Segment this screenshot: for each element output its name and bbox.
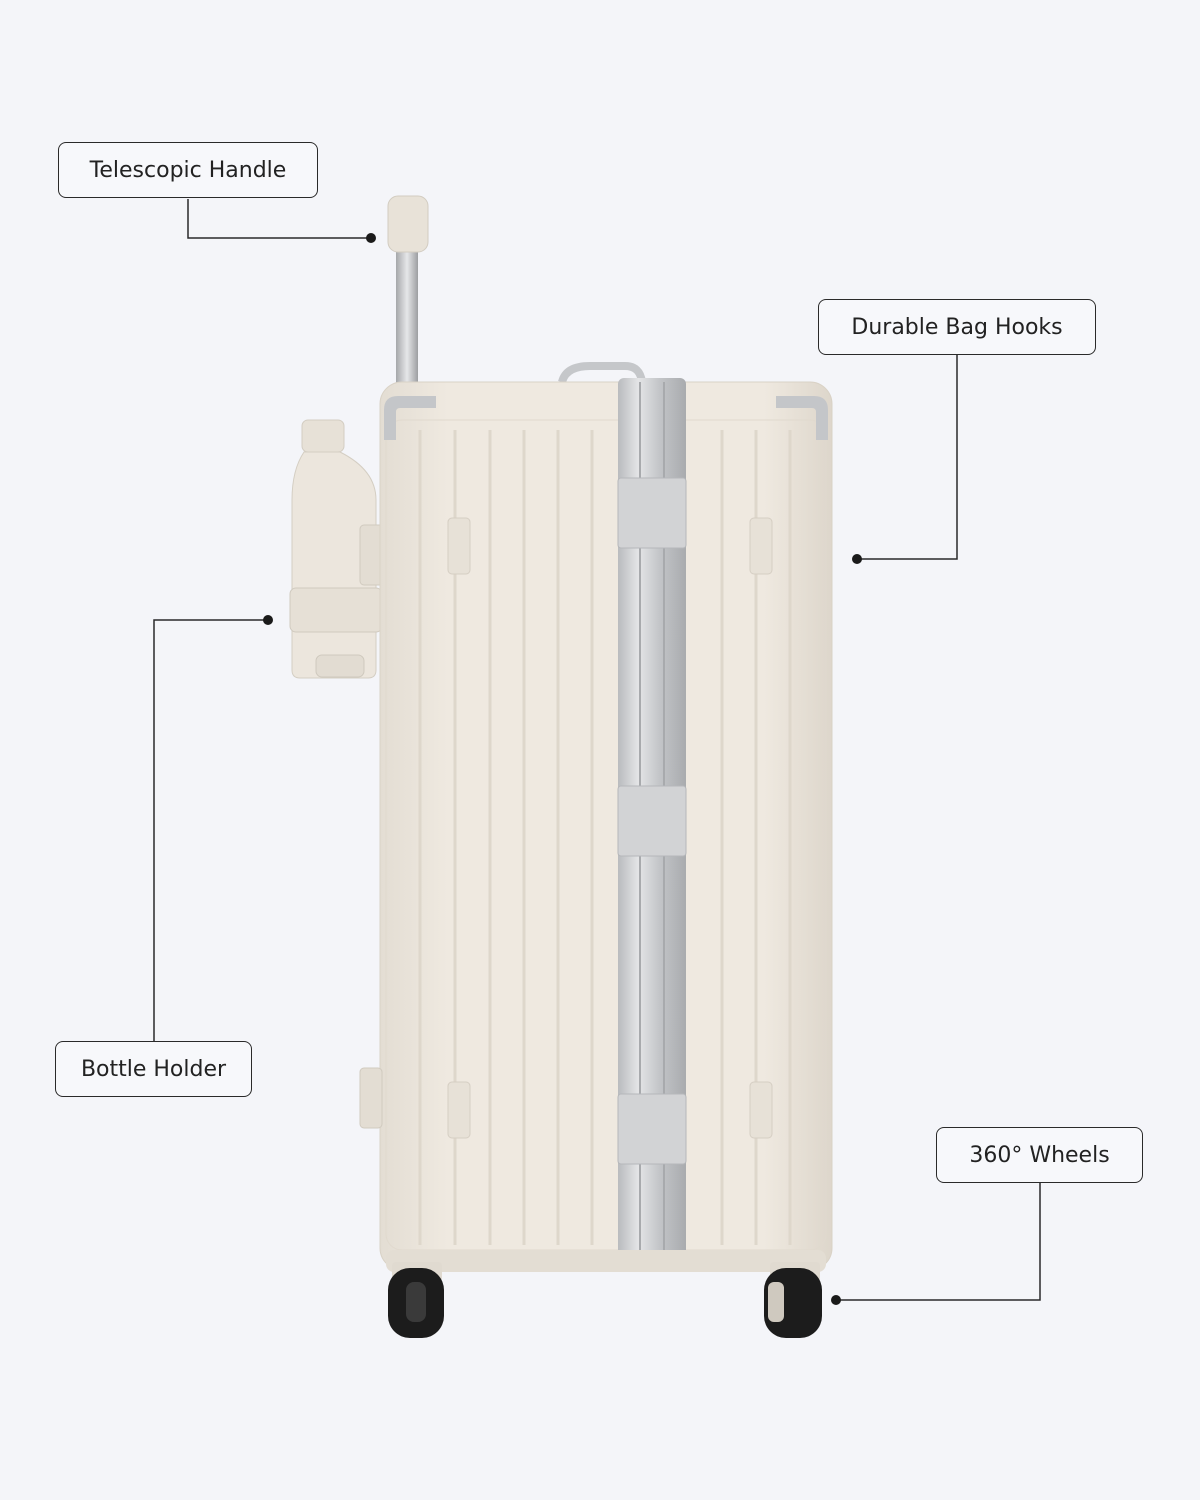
hooks-dot — [852, 554, 862, 564]
bag-hooks-label: Durable Bag Hooks — [818, 299, 1096, 355]
suitcase-shell — [359, 381, 833, 1271]
telescopic-handle — [387, 195, 429, 406]
wheels-label: 360° Wheels — [936, 1127, 1143, 1183]
wheels-dot — [831, 1295, 841, 1305]
wheels-leader — [836, 1183, 1041, 1301]
top-carry-handle — [558, 362, 646, 384]
aluminum-frame — [617, 378, 687, 1270]
suitcase-base — [386, 1250, 826, 1272]
handle-leader — [187, 199, 371, 239]
bottle-dot — [263, 615, 273, 625]
left-wheel — [388, 1262, 444, 1338]
telescopic-handle-label: Telescopic Handle — [58, 142, 318, 198]
hooks-leader — [857, 355, 958, 560]
bottle-holder-label: Bottle Holder — [55, 1041, 252, 1097]
right-wheel — [764, 1262, 822, 1338]
bottle-leader — [153, 619, 268, 1041]
leader-dots — [263, 233, 862, 1305]
leader-lines — [153, 199, 1041, 1301]
handle-dot — [366, 233, 376, 243]
